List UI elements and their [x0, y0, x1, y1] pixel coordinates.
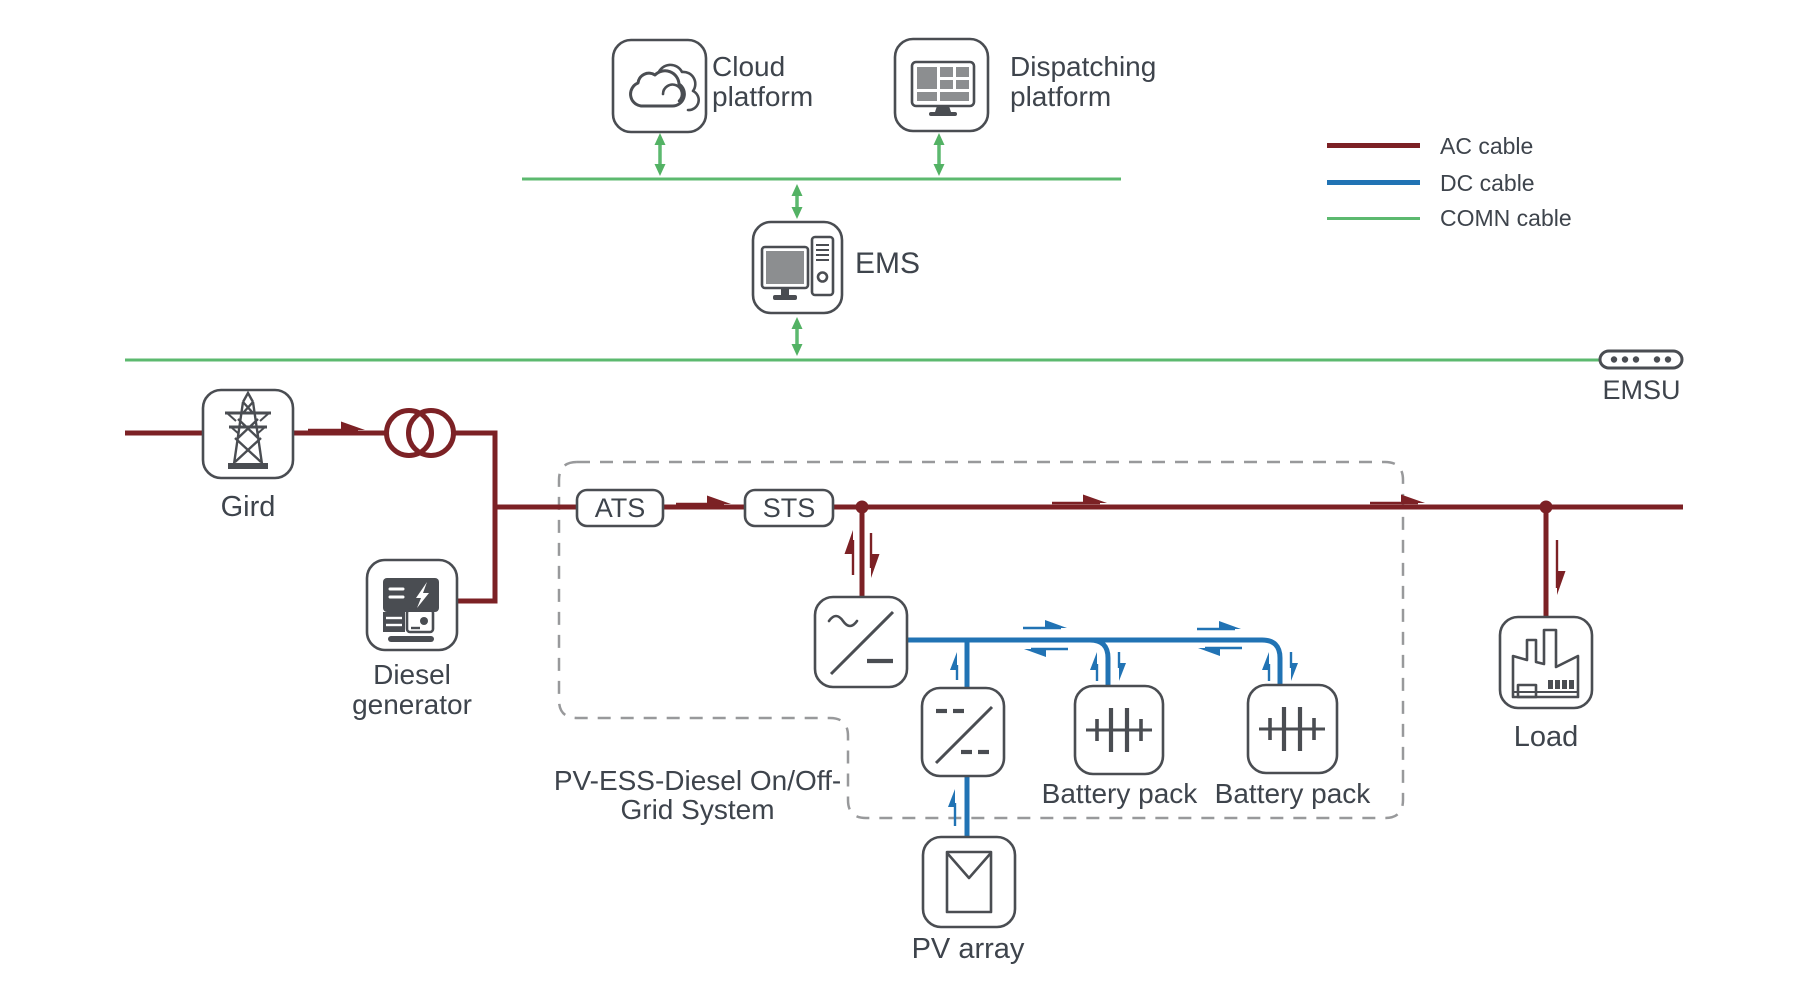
- legend-label-dc: DC cable: [1440, 170, 1535, 196]
- emsu-label: EMSU: [1602, 375, 1681, 405]
- cloud-icon: [629, 63, 700, 112]
- transformer-icon: [384, 408, 456, 458]
- dc-arrow-left-2: [1198, 646, 1242, 656]
- system-group-border: [557, 460, 1405, 820]
- comn-arrow-dispatching: [933, 133, 945, 176]
- ac-flow-arrows: [308, 421, 1566, 595]
- legend-swatch-dc: [1327, 180, 1420, 185]
- transmission-tower-icon: [225, 390, 271, 469]
- ac-arrow-down-load: [1555, 540, 1566, 595]
- pv-array-node: [921, 835, 1017, 929]
- dispatching-platform-label: Dispatching platform: [1010, 51, 1157, 112]
- dc-arrow-up-dcdc: [950, 652, 959, 680]
- dc-arrow-pair-battery-1: [1090, 652, 1126, 681]
- load-label: Load: [1513, 721, 1579, 753]
- battery-pack-2-label: Battery pack: [1214, 778, 1371, 809]
- comn-arrow-cloud: [654, 133, 666, 176]
- battery-icon: [1259, 707, 1325, 751]
- ac-junction-dot-1: [855, 500, 869, 514]
- ac-dc-inverter-icon: [827, 610, 895, 676]
- sts-node: [743, 488, 835, 528]
- factory-icon: [1511, 628, 1580, 699]
- ems-label: EMS: [855, 247, 921, 280]
- dashboard-monitor-icon: [910, 60, 976, 116]
- battery-icon: [1086, 708, 1152, 752]
- system-group-label: PV-ESS-Diesel On/Off-Grid System: [553, 765, 842, 825]
- legend-swatch-comn: [1327, 217, 1420, 220]
- ac-arrow-bus-1: [1052, 494, 1107, 505]
- legend-label-comn: COMN cable: [1440, 205, 1572, 231]
- dc-arrow-right-1: [1023, 620, 1067, 630]
- legend-label-ac: AC cable: [1440, 133, 1534, 159]
- sts-label: STS: [762, 493, 816, 523]
- terminal-strip-icon: [1598, 349, 1684, 370]
- dc-dc-converter-icon: [934, 705, 994, 765]
- cloud-platform-label: Cloud platform: [712, 51, 814, 112]
- ac-cables: [125, 430, 1683, 617]
- dc-arrow-left-1: [1024, 647, 1068, 657]
- dc-cables: [907, 637, 1283, 837]
- grid-label: Gird: [220, 491, 276, 523]
- diesel-generator-label: Diesel generator: [352, 659, 472, 720]
- pv-panel-icon: [945, 850, 993, 914]
- generator-icon: [383, 578, 439, 642]
- dc-arrow-pair-battery-2: [1262, 652, 1298, 681]
- comn-arrow-ems-top: [791, 184, 803, 219]
- legend-swatch-ac: [1327, 143, 1420, 148]
- dc-dc-converter-node: [920, 686, 1006, 778]
- ac-arrow-ats-sts: [676, 495, 731, 506]
- comn-arrow-ems-bottom: [791, 317, 803, 356]
- computer-icon: [760, 235, 835, 300]
- dc-flow-arrows: [948, 620, 1298, 826]
- ac-arrow-up-inverter: [844, 530, 855, 575]
- ats-label: ATS: [594, 493, 646, 523]
- ac-arrow-grid: [308, 421, 365, 432]
- ats-node: [575, 488, 665, 528]
- battery-pack-1-label: Battery pack: [1041, 778, 1198, 809]
- dc-arrow-right-2: [1197, 621, 1241, 631]
- ac-arrow-down-inverter: [869, 533, 880, 578]
- dc-arrow-up-pv: [948, 789, 957, 826]
- pv-array-label: PV array: [911, 933, 1025, 965]
- ac-arrow-bus-2: [1370, 494, 1425, 505]
- ac-junction-dot-2: [1539, 500, 1553, 514]
